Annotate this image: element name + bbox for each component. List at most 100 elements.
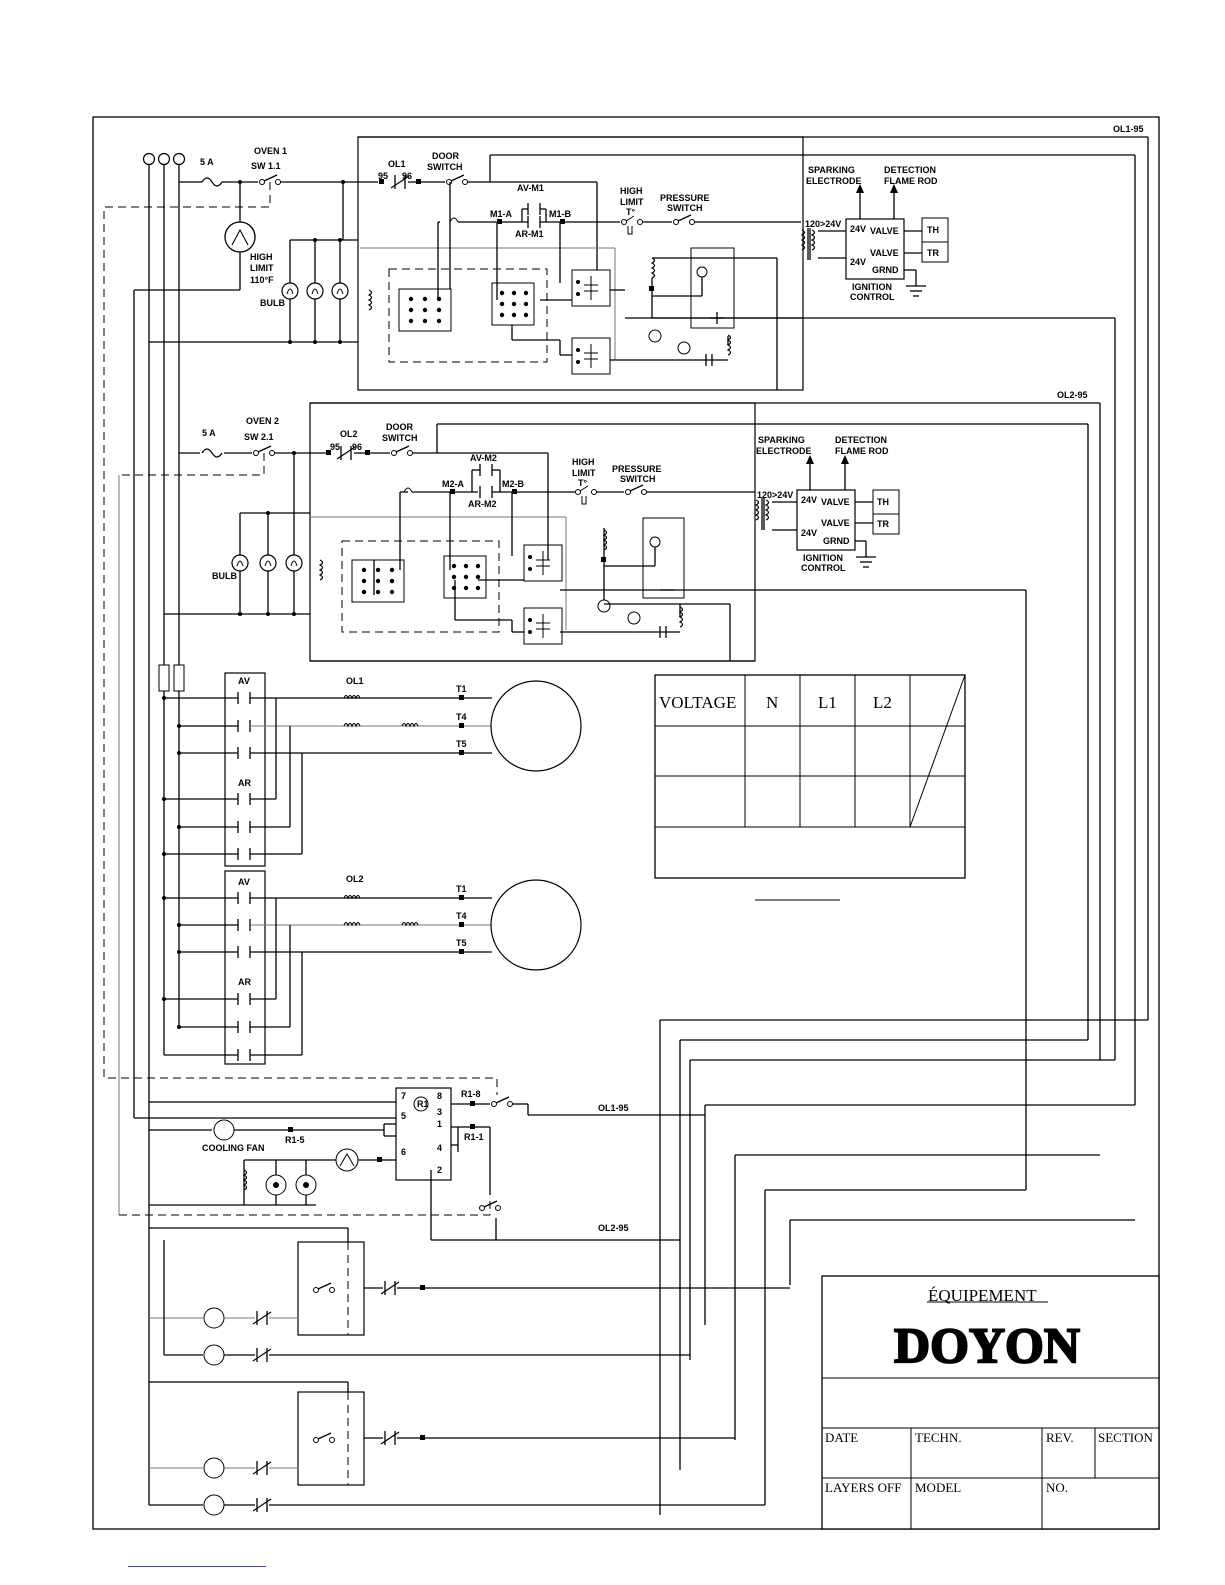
label-ignition2: IGNITION — [803, 553, 843, 563]
label-24v2a: 24V — [801, 495, 817, 505]
label-bulb1: BULB — [260, 298, 285, 308]
label-oven2: OVEN 2 — [246, 416, 279, 426]
label-96b: 96 — [352, 442, 362, 452]
label-high2: HIGH — [572, 457, 595, 467]
label-ar1: AR — [238, 778, 251, 788]
label-ol1-95-bottom: OL1-95 — [598, 1103, 629, 1113]
label-p8: 8 — [437, 1091, 442, 1101]
table-header-l2: L2 — [873, 693, 892, 712]
label-avm1: AV-M1 — [517, 183, 544, 193]
supply-terminals — [142, 152, 186, 166]
main-buses — [118, 165, 185, 1505]
drawing-frame — [92, 116, 1160, 1530]
labels: OL1-95 5 A OVEN 1 SW 1.1 OL1 95 96 DOOR … — [200, 124, 1154, 1495]
footer-link-underline[interactable] — [128, 1566, 266, 1567]
label-sparking1: SPARKING — [808, 165, 855, 175]
label-ol1: OL1 — [388, 159, 406, 169]
label-high-limit-a: HIGH — [250, 252, 273, 262]
label-tdeg2: T° — [578, 478, 587, 488]
label-r15: R1-5 — [285, 1135, 305, 1145]
label-valve1a: VALVE — [870, 226, 899, 236]
label-ol2-95-top: OL2-95 — [1057, 390, 1088, 400]
label-m1b: M1-B — [549, 209, 571, 219]
label-m2b: M2-B — [502, 479, 524, 489]
label-avm2: AV-M2 — [470, 453, 497, 463]
label-arm2: AR-M2 — [468, 499, 497, 509]
label-tr2: TR — [877, 519, 889, 529]
label-t1b: T1 — [456, 884, 467, 894]
label-flamerod1: FLAME ROD — [884, 176, 938, 186]
brand-logo-text: DOYON — [894, 1317, 1080, 1373]
label-p1: 1 — [437, 1119, 442, 1129]
label-ar2: AR — [238, 977, 251, 987]
motor2-section — [162, 870, 582, 1065]
label-95a: 95 — [378, 171, 388, 181]
label-ol2-motor: OL2 — [346, 874, 364, 884]
label-detection2: DETECTION — [835, 435, 887, 445]
label-limit1: LIMIT — [620, 197, 644, 207]
label-tdeg1: T° — [626, 207, 635, 217]
return-wiring — [659, 1019, 1148, 1515]
tb-techn: TECHN. — [915, 1430, 962, 1445]
label-door2: DOOR — [386, 422, 414, 432]
voltage-table — [654, 674, 966, 901]
label-sw21: SW 2.1 — [244, 432, 274, 442]
label-p7: 7 — [401, 1091, 406, 1101]
label-t1a: T1 — [456, 684, 467, 694]
label-arm1: AR-M1 — [515, 229, 544, 239]
tb-model: MODEL — [915, 1480, 961, 1495]
label-grnd1: GRND — [872, 265, 899, 275]
label-high1: HIGH — [620, 186, 643, 196]
label-r1: R1 — [417, 1099, 429, 1109]
label-th1: TH — [927, 225, 939, 235]
label-t4a: T4 — [456, 712, 467, 722]
label-av1: AV — [238, 676, 250, 686]
oven1-control-panel — [357, 136, 1149, 1105]
table-header-l1: L1 — [818, 693, 837, 712]
label-pswitch2: SWITCH — [620, 474, 656, 484]
tb-date: DATE — [825, 1430, 858, 1445]
oven2-supply — [119, 402, 1101, 1060]
safety-section-1 — [149, 1227, 790, 1366]
motor1-section — [162, 672, 582, 867]
tb-no: NO. — [1046, 1480, 1068, 1495]
label-24v2b: 24V — [801, 528, 817, 538]
label-96a: 96 — [402, 171, 412, 181]
tb-section: SECTION — [1098, 1430, 1154, 1445]
label-24v1b: 24V — [850, 257, 866, 267]
label-oven1: OVEN 1 — [254, 146, 287, 156]
label-pswitch1: SWITCH — [667, 203, 703, 213]
label-pressure2: PRESSURE — [612, 464, 662, 474]
label-t5b: T5 — [456, 938, 467, 948]
label-door1: DOOR — [432, 151, 460, 161]
label-grnd2: GRND — [823, 536, 850, 546]
label-switch2: SWITCH — [382, 433, 418, 443]
label-t4b: T4 — [456, 911, 467, 921]
label-sw11: SW 1.1 — [251, 161, 281, 171]
label-12024-1: 120>24V — [805, 219, 841, 229]
safety-section-2 — [149, 1381, 765, 1516]
title-block — [821, 1275, 1160, 1530]
label-ignition1: IGNITION — [852, 282, 892, 292]
label-limit2: LIMIT — [572, 468, 596, 478]
label-cooling-fan: COOLING FAN — [202, 1143, 265, 1153]
label-ol1-motor: OL1 — [346, 676, 364, 686]
brand-top-text: ÉQUIPEMENT — [928, 1286, 1037, 1305]
label-110f: 110°F — [250, 275, 274, 285]
label-r11: R1-1 — [464, 1132, 484, 1142]
label-flamerod2: FLAME ROD — [835, 446, 889, 456]
label-detection1: DETECTION — [884, 165, 936, 175]
label-95b: 95 — [330, 442, 340, 452]
label-fuse2: 5 A — [202, 428, 216, 438]
label-fuse1: 5 A — [200, 157, 214, 167]
label-sparking2: SPARKING — [758, 435, 805, 445]
oven2-control-panel — [309, 402, 1027, 1190]
table-header-voltage: VOLTAGE — [659, 693, 736, 712]
label-t5a: T5 — [456, 739, 467, 749]
tb-layers-off: LAYERS OFF — [825, 1480, 901, 1495]
label-ol2-95-bottom: OL2-95 — [598, 1223, 629, 1233]
label-p6: 6 — [401, 1147, 406, 1157]
table-header-n: N — [766, 693, 778, 712]
label-ol1-95-top: OL1-95 — [1113, 124, 1144, 134]
